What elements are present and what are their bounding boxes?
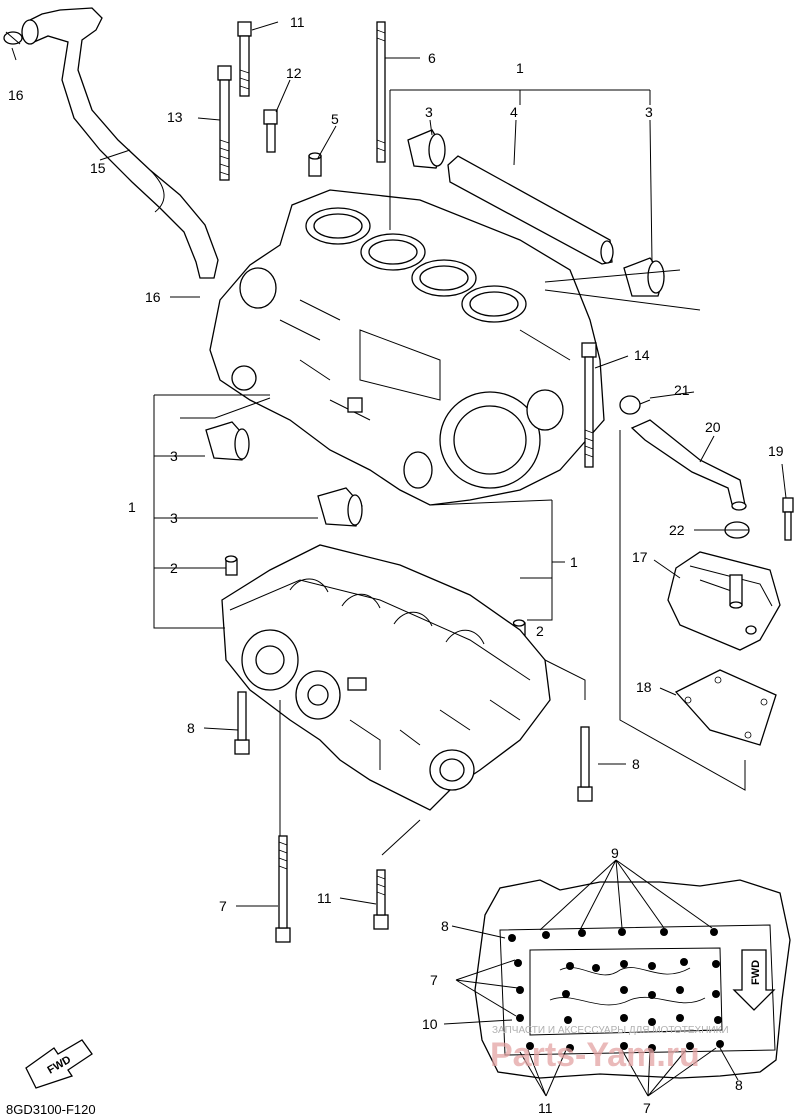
callout-2: 2 bbox=[170, 560, 178, 576]
callout-12: 12 bbox=[286, 65, 302, 81]
bolt-13 bbox=[217, 65, 232, 181]
watermark: ЗАПЧАСТИ И АКСЕССУАРЫ ДЛЯ МОТОТЕХНИКИ Pa… bbox=[490, 1025, 729, 1074]
callout-2: 2 bbox=[536, 623, 544, 639]
callout-11: 11 bbox=[290, 14, 305, 30]
stud-6 bbox=[376, 21, 386, 163]
callout-13: 13 bbox=[167, 109, 183, 125]
callout-15: 15 bbox=[90, 160, 106, 176]
callout-11: 11 bbox=[317, 890, 332, 906]
callout-4: 4 bbox=[510, 104, 518, 120]
hose-15 bbox=[21, 7, 219, 279]
gasket-18 bbox=[674, 669, 777, 746]
callout-8: 8 bbox=[187, 720, 195, 736]
bolt-12 bbox=[263, 109, 278, 153]
leader-lines bbox=[11, 21, 787, 1097]
clip-21 bbox=[619, 395, 651, 415]
svg-text:FWD: FWD bbox=[750, 960, 762, 985]
lower-crankcase bbox=[221, 544, 551, 811]
callout-11: 11 bbox=[538, 1100, 553, 1116]
mount-3-left-b bbox=[317, 487, 363, 527]
bolt-11-lower bbox=[373, 869, 389, 930]
callout-14: 14 bbox=[634, 347, 650, 363]
callout-1: 1 bbox=[128, 499, 136, 515]
callout-17: 17 bbox=[632, 549, 648, 565]
callout-3: 3 bbox=[170, 448, 178, 464]
bolt-7 bbox=[275, 835, 291, 943]
mount-3-right bbox=[623, 257, 665, 297]
callout-18: 18 bbox=[636, 679, 652, 695]
bolt-19 bbox=[782, 497, 794, 541]
bolt-14 bbox=[581, 342, 597, 468]
callout-8: 8 bbox=[441, 918, 449, 934]
callout-16: 16 bbox=[145, 289, 161, 305]
fwd-arrow-main: FWD bbox=[25, 1039, 93, 1089]
callout-21: 21 bbox=[674, 382, 690, 398]
watermark-line2: Parts-Yam.ru bbox=[490, 1036, 700, 1074]
callout-7: 7 bbox=[219, 898, 227, 914]
hose-clamp-16-top bbox=[3, 31, 23, 45]
bolt-pattern-inset bbox=[474, 879, 791, 1079]
hose-20 bbox=[630, 419, 747, 511]
breather-cover-17 bbox=[667, 551, 781, 651]
callout-20: 20 bbox=[705, 419, 721, 435]
callout-16: 16 bbox=[8, 87, 24, 103]
upper-crankcase bbox=[209, 189, 605, 506]
clamp-22 bbox=[724, 521, 750, 539]
shaft-4 bbox=[447, 155, 614, 265]
bolt-8-left bbox=[234, 691, 250, 755]
fwd-arrow-inset: FWD bbox=[732, 949, 776, 1011]
callout-9: 9 bbox=[611, 845, 619, 861]
callout-3: 3 bbox=[645, 104, 653, 120]
callout-3: 3 bbox=[170, 510, 178, 526]
callout-1: 1 bbox=[570, 554, 578, 570]
callout-8: 8 bbox=[632, 756, 640, 772]
callout-7: 7 bbox=[643, 1100, 651, 1116]
callout-labels: 11 12 6 5 13 15 16 16 1 3 4 3 14 21 20 1… bbox=[8, 14, 784, 1116]
callout-10: 10 bbox=[422, 1016, 438, 1032]
bolt-8-right bbox=[577, 726, 593, 802]
diagram-code: 8GD3100-F120 bbox=[6, 1102, 96, 1117]
dowel-2-left bbox=[224, 555, 238, 576]
bolt-11-top bbox=[237, 21, 252, 97]
callout-1: 1 bbox=[516, 60, 524, 76]
mount-3-left-a bbox=[205, 421, 250, 461]
watermark-line1: ЗАПЧАСТИ И АКСЕССУАРЫ ДЛЯ МОТОТЕХНИКИ bbox=[492, 1025, 729, 1036]
callout-8: 8 bbox=[735, 1077, 743, 1093]
callout-19: 19 bbox=[768, 443, 784, 459]
callout-6: 6 bbox=[428, 50, 436, 66]
callout-22: 22 bbox=[669, 522, 685, 538]
mount-3-upper bbox=[407, 129, 446, 169]
callout-5: 5 bbox=[331, 111, 339, 127]
callout-7: 7 bbox=[430, 972, 438, 988]
callout-3: 3 bbox=[425, 104, 433, 120]
dowel-5 bbox=[308, 152, 322, 177]
